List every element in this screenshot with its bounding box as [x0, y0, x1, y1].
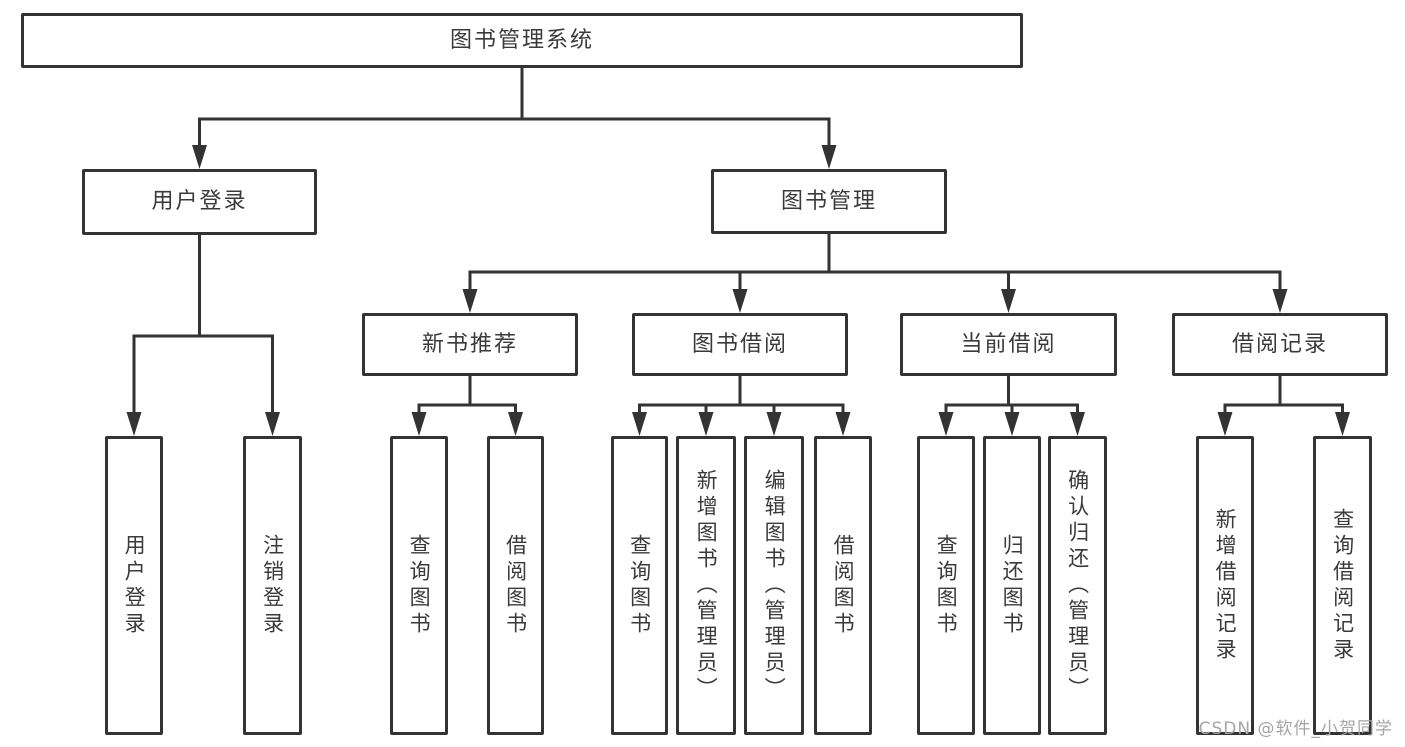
- node-user-login: 用户登录: [82, 169, 317, 235]
- node-borrow-record: 借阅记录: [1172, 313, 1388, 376]
- node-leaf-edit-book: 编辑图书（管理员）: [744, 436, 804, 735]
- node-leaf-user-login: 用户登录: [105, 436, 163, 735]
- node-book-mgmt: 图书管理: [711, 169, 947, 234]
- node-leaf-query-book-3: 查询图书: [917, 436, 975, 735]
- node-new-book-rec: 新书推荐: [362, 313, 578, 376]
- node-book-borrow: 图书借阅: [632, 313, 848, 376]
- node-leaf-logout: 注销登录: [243, 436, 302, 735]
- node-current-borrow: 当前借阅: [900, 313, 1117, 376]
- node-leaf-query-book-1: 查询图书: [390, 436, 448, 735]
- node-root: 图书管理系统: [21, 13, 1023, 68]
- node-leaf-add-book: 新增图书（管理员）: [676, 436, 736, 735]
- node-leaf-borrow-book-2: 借阅图书: [814, 436, 872, 735]
- node-leaf-confirm-return: 确认归还（管理员）: [1048, 436, 1107, 735]
- node-leaf-borrow-book-1: 借阅图书: [487, 436, 544, 735]
- watermark: CSDN @软件_小贺同学: [1198, 719, 1393, 739]
- node-leaf-query-record: 查询借阅记录: [1313, 436, 1372, 735]
- node-leaf-add-record: 新增借阅记录: [1196, 436, 1254, 735]
- node-leaf-return-book: 归还图书: [983, 436, 1041, 735]
- node-leaf-query-book-2: 查询图书: [611, 436, 668, 735]
